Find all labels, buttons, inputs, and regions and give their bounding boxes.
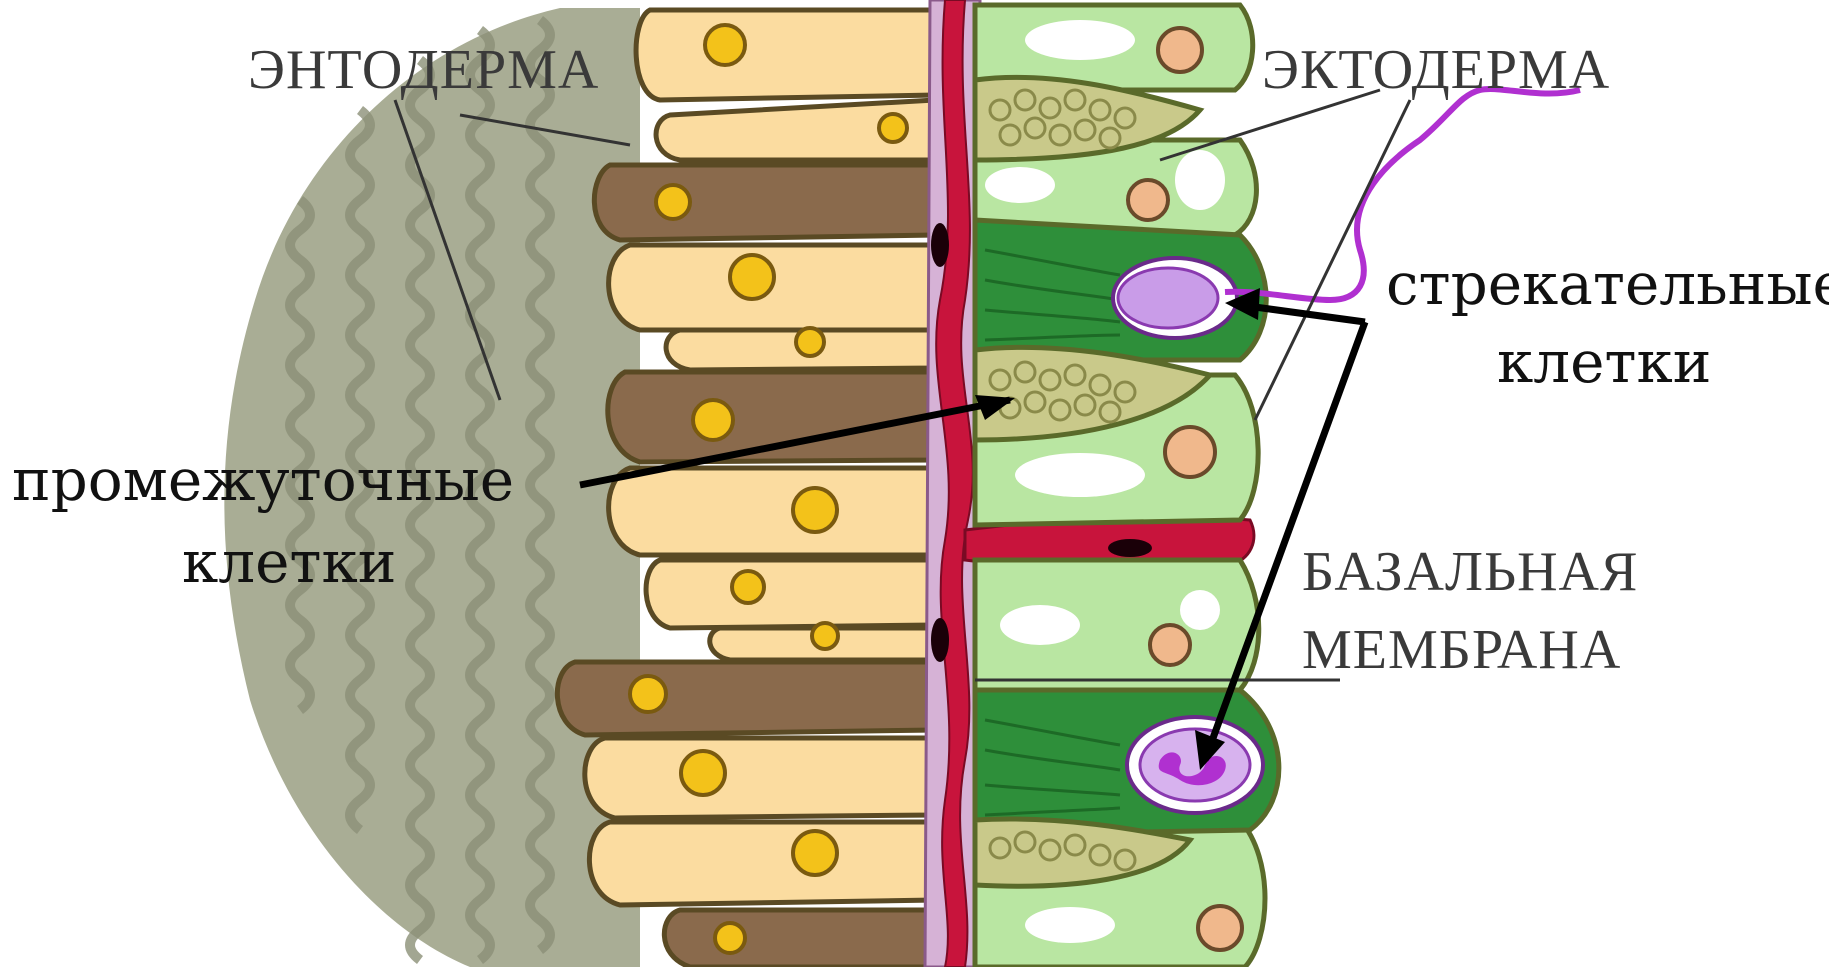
nematocyst-lower: [1127, 717, 1263, 813]
label-stinging-line1: стрекательные: [1386, 250, 1829, 318]
label-basal-line1: БАЗАЛЬНАЯ: [1302, 541, 1638, 603]
label-ectoderm: ЭКТОДЕРМА: [1262, 39, 1610, 101]
label-intermediate-line2: клетки: [182, 528, 396, 596]
label-basal-line2: МЕМБРАНА: [1302, 619, 1621, 681]
label-entoderm: ЭНТОДЕРМА: [248, 39, 599, 101]
label-stinging-line2: клетки: [1497, 328, 1711, 396]
label-intermediate-line1: промежуточные: [12, 446, 514, 514]
nematocyst-upper: [1113, 258, 1237, 338]
